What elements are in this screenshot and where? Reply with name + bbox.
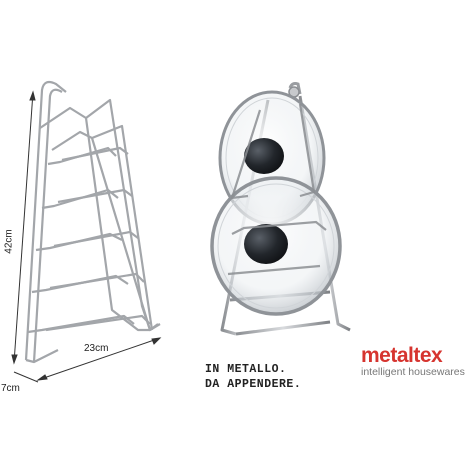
brand-logo: metaltex intelligent housewares bbox=[361, 344, 465, 378]
caption-line-2: DA APPENDERE. bbox=[205, 378, 302, 391]
width-dimension-line bbox=[36, 337, 162, 381]
rack-wire-frame bbox=[24, 80, 161, 364]
product-caption: IN METALLO. DA APPENDERE. bbox=[205, 362, 301, 392]
brand-name: metaltex bbox=[361, 344, 443, 367]
caption-line-1: IN METALLO. bbox=[205, 363, 287, 376]
depth-dimension-line bbox=[13, 371, 39, 383]
brand-tagline: intelligent housewares bbox=[361, 366, 465, 378]
height-label: 42cm bbox=[3, 229, 15, 254]
rack-with-lids-photo bbox=[210, 82, 351, 336]
height-dimension-line bbox=[11, 90, 36, 365]
depth-label: 7cm bbox=[1, 383, 20, 394]
width-label: 23cm bbox=[84, 343, 109, 354]
